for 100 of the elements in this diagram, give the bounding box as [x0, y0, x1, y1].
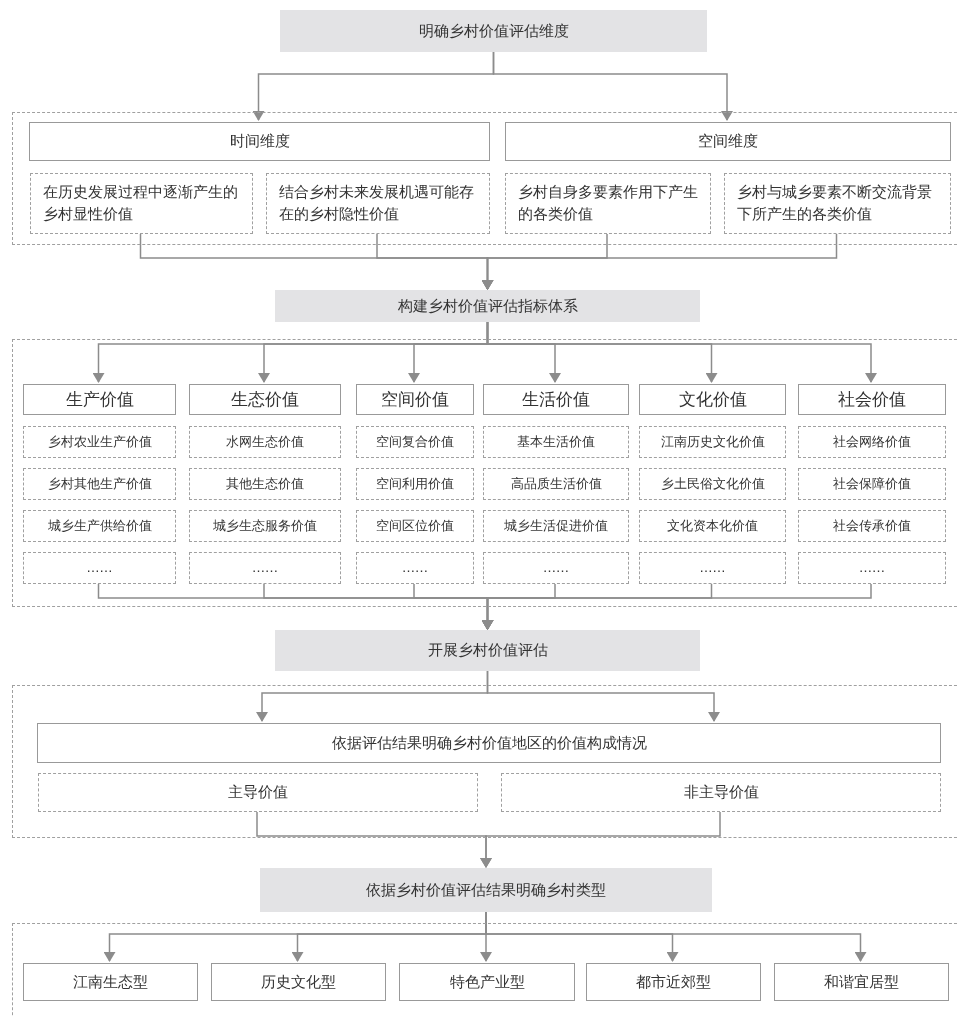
- box-label: 社会网络价值: [833, 433, 911, 452]
- category-box: [399, 963, 575, 1001]
- box-label: 和谐宜居型: [824, 971, 899, 993]
- item-box: [189, 552, 341, 584]
- step-box: [260, 868, 712, 912]
- box-label: 历史文化型: [261, 971, 336, 993]
- box-label: 乡村自身多要素作用下产生的各类价值: [518, 181, 698, 225]
- item-box: [189, 510, 341, 542]
- item-box: [483, 552, 629, 584]
- category-box: [189, 384, 341, 415]
- box-label: 在历史发展过程中逐渐产生的乡村显性价值: [43, 181, 239, 225]
- item-box: [23, 552, 176, 584]
- category-box: [23, 384, 176, 415]
- category-box: [586, 963, 761, 1001]
- category-box: [23, 963, 198, 1001]
- box-label: 江南历史文化价值: [660, 433, 765, 452]
- category-box: [774, 963, 949, 1001]
- box-label: 社会价值: [838, 387, 906, 411]
- step-box: [275, 290, 700, 322]
- group-frame: [12, 339, 958, 607]
- step-box: [280, 10, 707, 52]
- item-box: [356, 510, 474, 542]
- category-box: [798, 384, 946, 415]
- box-label: ……: [252, 559, 278, 578]
- box-label: 高品质生活价值: [510, 475, 602, 494]
- box-label: 其他生态价值: [226, 475, 304, 494]
- arrow: [480, 810, 721, 868]
- category-box: [29, 122, 490, 161]
- box-label: 基本生活价值: [517, 433, 595, 452]
- item-box: [356, 552, 474, 584]
- box-label: 空间区位价值: [376, 517, 454, 536]
- detail-box: [266, 173, 490, 234]
- item-box: [798, 552, 946, 584]
- item-box: [189, 468, 341, 500]
- box-label: 城乡生活促进价值: [504, 517, 608, 536]
- detail-box: [724, 173, 951, 234]
- detail-box: [38, 773, 478, 812]
- box-label: 明确乡村价值评估维度: [418, 20, 569, 42]
- box-label: 开展乡村价值评估: [427, 640, 548, 662]
- item-box: [798, 426, 946, 458]
- box-label: 文化价值: [678, 387, 747, 411]
- arrow: [481, 582, 872, 630]
- box-label: 非主导价值: [683, 781, 759, 803]
- item-box: [639, 510, 786, 542]
- box-label: 结合乡村未来发展机遇可能存在的乡村隐性价值: [279, 181, 475, 225]
- box-label: 生产价值: [65, 387, 134, 411]
- box-label: 社会保障价值: [833, 475, 911, 494]
- box-label: ……: [859, 559, 885, 578]
- arrow: [481, 232, 838, 290]
- box-label: 构建乡村价值评估指标体系: [397, 295, 578, 317]
- box-label: 江南生态型: [73, 971, 148, 993]
- item-box: [639, 426, 786, 458]
- item-box: [23, 468, 176, 500]
- box-label: 城乡生态服务价值: [213, 517, 317, 536]
- group-frame: [12, 112, 958, 245]
- item-box: [23, 426, 176, 458]
- box-label: 乡村其他生产价值: [47, 475, 152, 494]
- step-box: [275, 630, 700, 671]
- box-label: 时间维度: [229, 131, 290, 153]
- box-label: 特色产业型: [449, 971, 525, 993]
- group-frame: [12, 685, 958, 838]
- category-box: [37, 723, 941, 763]
- box-label: 都市近郊型: [636, 971, 711, 993]
- item-box: [23, 510, 176, 542]
- box-label: ……: [543, 559, 569, 578]
- item-box: [639, 552, 786, 584]
- box-label: 水网生态价值: [226, 433, 304, 452]
- item-box: [483, 468, 629, 500]
- arrow: [492, 51, 733, 121]
- category-box: [505, 122, 951, 161]
- box-label: 生态价值: [231, 387, 299, 411]
- box-label: 主导价值: [228, 781, 288, 803]
- item-box: [356, 468, 474, 500]
- category-box: [483, 384, 629, 415]
- box-label: 乡村农业生产价值: [47, 433, 152, 452]
- box-label: 城乡生产供给价值: [47, 517, 152, 536]
- box-label: 空间维度: [698, 131, 758, 153]
- box-label: ……: [86, 559, 113, 578]
- box-label: ……: [699, 559, 726, 578]
- item-box: [189, 426, 341, 458]
- box-label: ……: [402, 559, 428, 578]
- box-label: 社会传承价值: [833, 517, 911, 536]
- group-frame: [12, 923, 958, 1016]
- category-box: [356, 384, 474, 415]
- box-label: 乡村与城乡要素不断交流背景下所产生的各类价值: [737, 181, 933, 225]
- box-label: 乡土民俗文化价值: [660, 475, 765, 494]
- category-box: [639, 384, 786, 415]
- box-label: 依据评估结果明确乡村价值地区的价值构成情况: [331, 732, 647, 754]
- item-box: [483, 426, 629, 458]
- detail-box: [501, 773, 941, 812]
- box-label: 依据乡村价值评估结果明确乡村类型: [366, 879, 606, 901]
- item-box: [798, 510, 946, 542]
- box-label: 文化资本化价值: [667, 517, 758, 536]
- item-box: [483, 510, 629, 542]
- box-label: 生活价值: [522, 387, 590, 411]
- category-box: [211, 963, 386, 1001]
- box-label: 空间价值: [381, 387, 449, 411]
- arrow: [486, 321, 877, 383]
- item-box: [356, 426, 474, 458]
- box-label: 空间复合价值: [376, 433, 454, 452]
